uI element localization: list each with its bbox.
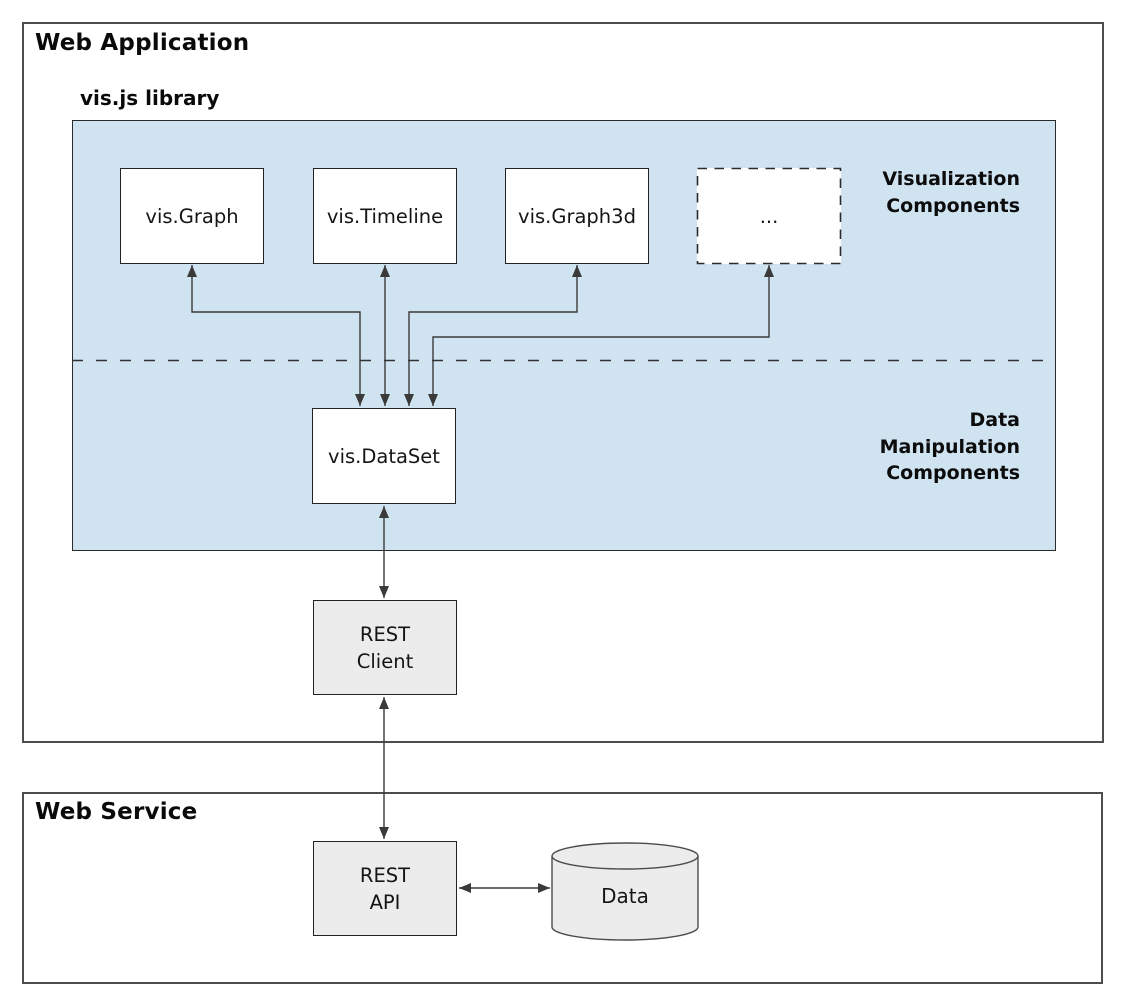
node-vis-dataset: vis.DataSet xyxy=(312,408,456,504)
node-vis-graph3d-label: vis.Graph3d xyxy=(518,204,636,228)
web-application-title: Web Application xyxy=(35,30,250,56)
node-rest-client-label: REST Client xyxy=(357,621,413,675)
node-vis-timeline-label: vis.Timeline xyxy=(326,204,444,228)
node-vis-graph: vis.Graph xyxy=(120,168,264,264)
vis-library-label: vis.js library xyxy=(80,86,220,110)
node-rest-client: REST Client xyxy=(313,600,457,695)
node-rest-client-line1: REST xyxy=(359,622,411,646)
node-more-components: ... xyxy=(697,168,841,264)
label-visualization-line2: Components xyxy=(886,194,1020,217)
label-visualization-components: Visualization Components xyxy=(882,166,1020,219)
node-rest-api: REST API xyxy=(313,841,457,936)
node-rest-client-line2: Client xyxy=(356,649,414,673)
node-vis-graph3d: vis.Graph3d xyxy=(505,168,649,264)
label-data-manipulation-line2: Manipulation xyxy=(879,435,1020,458)
web-service-title: Web Service xyxy=(35,799,198,825)
node-rest-api-label: REST API xyxy=(360,862,410,916)
node-vis-timeline: vis.Timeline xyxy=(313,168,457,264)
label-data-manipulation-components: Data Manipulation Components xyxy=(880,407,1020,487)
label-data-manipulation-line1: Data xyxy=(969,409,1021,431)
label-visualization-line1: Visualization xyxy=(882,168,1020,190)
node-rest-api-line1: REST xyxy=(359,863,411,887)
node-vis-dataset-label: vis.DataSet xyxy=(328,444,440,468)
label-data-manipulation-line3: Components xyxy=(886,462,1020,484)
node-more-components-label: ... xyxy=(759,204,779,228)
node-vis-graph-label: vis.Graph xyxy=(145,204,239,228)
node-rest-api-line2: API xyxy=(369,890,401,914)
